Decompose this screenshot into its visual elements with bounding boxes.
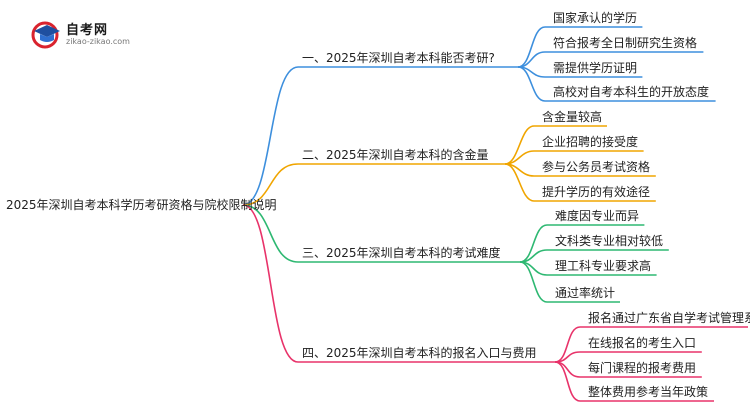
- leaf-label: 通过率统计: [555, 286, 616, 300]
- logo-title: 自考网: [66, 23, 109, 38]
- leaf-label: 在线报名的考生入口: [588, 336, 697, 350]
- leaf-label: 符合报考全日制研究生资格: [553, 36, 698, 50]
- leaf-connector: [504, 125, 607, 165]
- branch-connector: [242, 66, 518, 206]
- leaf-label: 企业招聘的接受度: [542, 135, 639, 149]
- leaf-connector: [519, 224, 645, 263]
- leaf-connector: [517, 26, 643, 68]
- leaf-connector: [519, 261, 620, 303]
- branch-connector: [242, 163, 505, 206]
- leaf-connector: [504, 163, 656, 202]
- branch-label: 二、2025年深圳自考本科的含金量: [302, 148, 489, 162]
- graduation-cap-icon: [31, 21, 60, 49]
- leaf-label: 文科类专业相对较低: [555, 234, 664, 248]
- logo: 自考网 zikao-zikao.com: [30, 18, 140, 50]
- root-topic: 2025年深圳自考本科学历考研资格与院校限制说明: [6, 198, 277, 212]
- leaf-label: 理工科专业要求高: [555, 259, 652, 273]
- leaf-connector: [504, 150, 644, 165]
- branch-label: 一、2025年深圳自考本科能否考研?: [302, 51, 495, 65]
- leaf-connector: [554, 361, 714, 402]
- leaf-label: 国家承认的学历: [553, 11, 638, 25]
- leaf-label: 每门课程的报考费用: [588, 361, 697, 375]
- leaf-label: 参与公务员考试资格: [542, 160, 651, 174]
- leaf-label: 难度因专业而异: [555, 209, 640, 223]
- leaf-label: 提升学历的有效途径: [542, 185, 651, 199]
- branch-connector: [242, 204, 520, 263]
- branch-label: 三、2025年深圳自考本科的考试难度: [302, 246, 501, 260]
- leaf-connector: [554, 326, 748, 363]
- branch-connector: [242, 204, 555, 363]
- leaf-label: 整体费用参考当年政策: [588, 385, 709, 399]
- leaf-label: 高校对自考本科生的开放态度: [553, 85, 710, 99]
- logo-url: zikao-zikao.com: [66, 37, 130, 46]
- leaf-label: 需提供学历证明: [553, 61, 638, 75]
- leaf-label: 报名通过广东省自学考试管理系统: [588, 311, 750, 325]
- branch-label: 四、2025年深圳自考本科的报名入口与费用: [302, 346, 537, 360]
- leaf-label: 含金量较高: [542, 110, 603, 124]
- leaf-connector: [517, 51, 704, 68]
- leaf-connector: [517, 66, 716, 102]
